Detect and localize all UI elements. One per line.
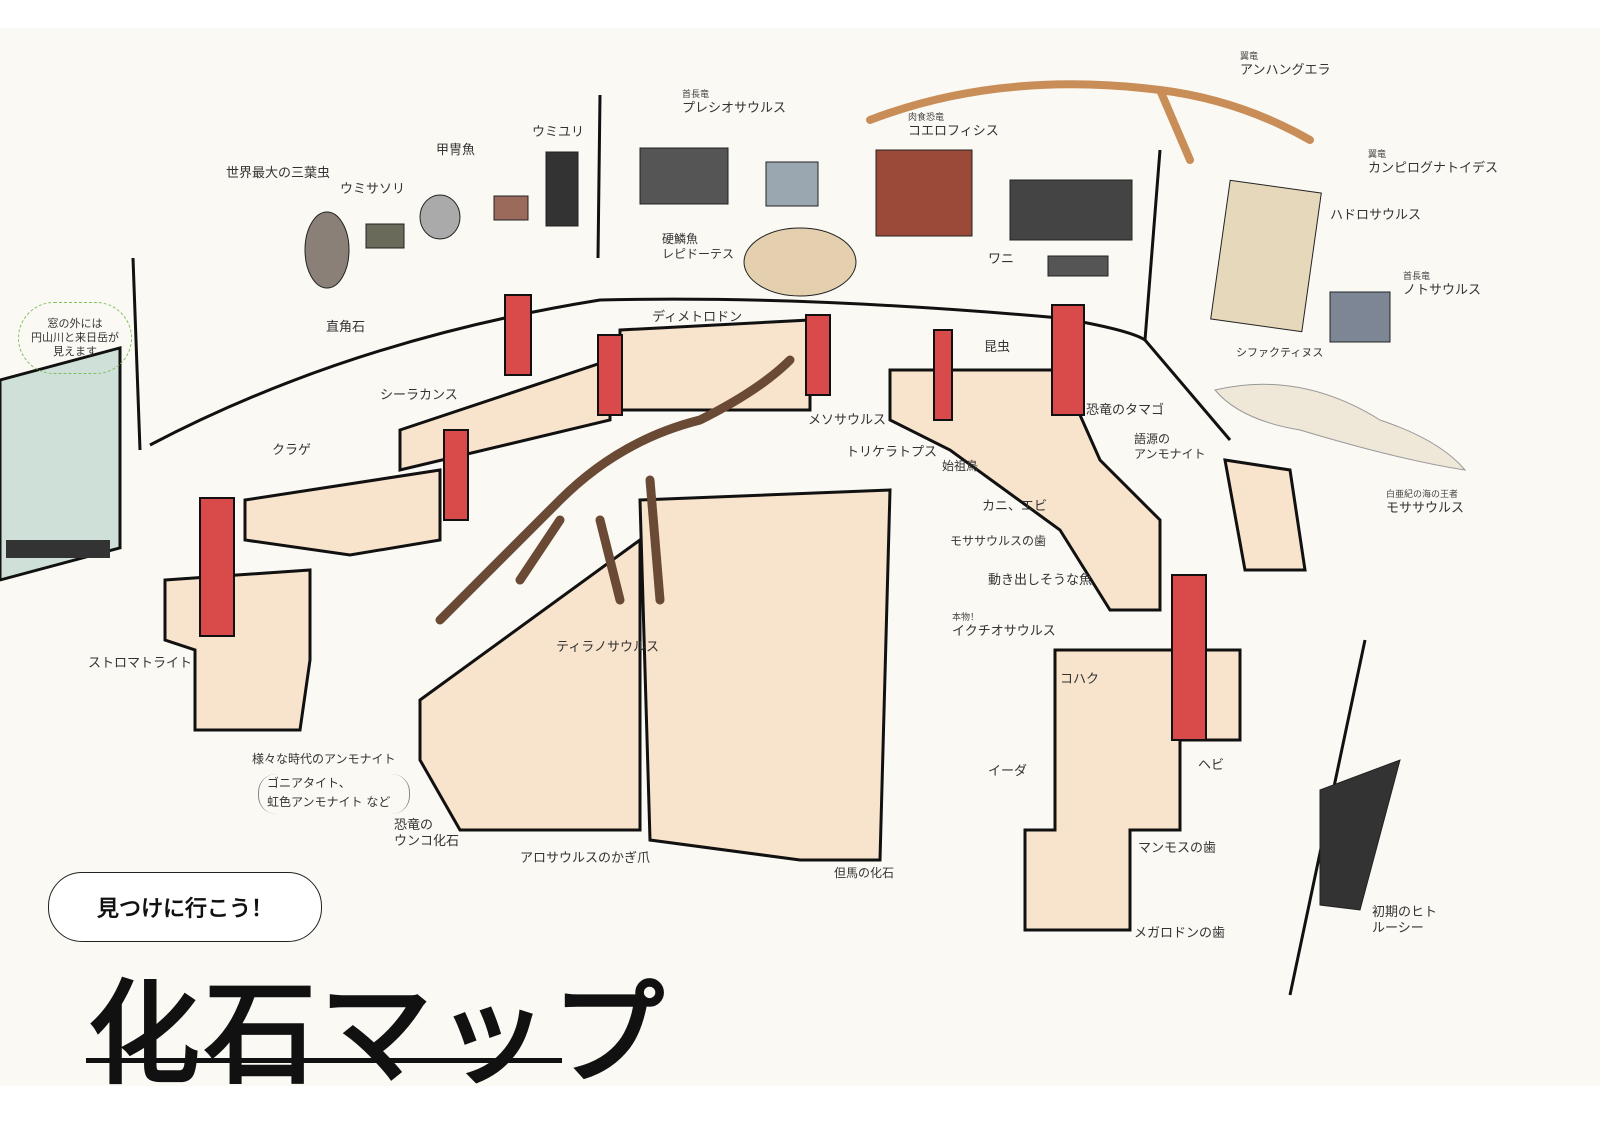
label-coelacanth: シーラカンス: [380, 388, 458, 403]
page-title: 化石マップ: [88, 970, 668, 1100]
red-pillars: [199, 294, 1207, 741]
label-archaeopteryx: 始祖鳥: [942, 459, 979, 473]
label-ida: イーダ: [988, 764, 1028, 779]
note-line: 円山川と来日岳が: [31, 330, 119, 344]
note-line: 窓の外には: [47, 316, 103, 330]
label-ammonites-of-ages: 様々な時代のアンモナイト: [252, 752, 396, 766]
label-jellyfish: クラゲ: [272, 443, 312, 458]
note-line: ゴニアタイト、: [267, 776, 351, 790]
label-amber: コハク: [1060, 672, 1100, 687]
label-crinoid: ウミユリ: [532, 125, 585, 140]
t-rex-skeleton: [435, 355, 795, 625]
label-anhanguera: 翼竜アンハングエラ: [1240, 52, 1331, 79]
label-tajima-fossils: 但馬の化石: [834, 866, 895, 880]
label-crab-shrimp: カニ、エビ: [982, 499, 1048, 514]
label-lepidotes: 硬鱗魚レピドーテス: [662, 232, 735, 261]
mosasaurus-fossil: [1214, 383, 1467, 471]
label-allosaurus-claw: アロサウルスのかぎ爪: [520, 851, 651, 866]
label-tyrannosaurus: ティラノサウルス: [556, 640, 659, 655]
label-coprolite: 恐竜のウンコ化石: [394, 818, 460, 850]
label-nothosaurus: 首長竜ノトサウルス: [1403, 272, 1482, 299]
label-hadrosaurus: ハドロサウルス: [1330, 208, 1422, 223]
label-crocodile: ワニ: [988, 252, 1015, 267]
label-megalodon-tooth: メガロドンの歯: [1134, 926, 1226, 941]
label-lucy: 初期のヒトルーシー: [1372, 905, 1438, 937]
label-stromatolite: ストロマトライト: [88, 656, 193, 671]
label-campylognathoides: 翼竜カンピログナトイデス: [1368, 150, 1499, 177]
label-snake: ヘビ: [1198, 758, 1225, 773]
pterosaur-skeleton: [866, 80, 1314, 164]
bench: [6, 540, 110, 558]
label-mammoth-tooth: マンモスの歯: [1138, 841, 1217, 856]
label-armored-fish: 甲冑魚: [436, 143, 476, 158]
label-sea-scorpion: ウミサソリ: [340, 182, 406, 197]
label-triceratops: トリケラトプス: [846, 445, 938, 460]
note-line: 見えます: [53, 345, 97, 359]
label-dinosaur-eggs: 恐竜のタマゴ: [1086, 403, 1165, 418]
label-lively-fish: 動き出しそうな魚: [988, 573, 1093, 588]
label-dimetrodon: ディメトロドン: [652, 310, 743, 325]
wall-frames: [304, 147, 1401, 911]
label-ammonite-origin: 語源のアンモナイト: [1134, 432, 1206, 461]
window-view-note: 窓の外には 円山川と来日岳が 見えます: [18, 302, 132, 374]
title-underline: [86, 1058, 562, 1063]
lets-go-find-badge: 見つけに行こう！: [48, 872, 322, 942]
label-coelophysis: 肉食恐竜コエロフィシス: [908, 113, 999, 140]
ammonite-examples: ゴニアタイト、虹色アンモナイト など: [258, 774, 410, 814]
note-line: 虹色アンモナイト など: [267, 794, 391, 809]
label-plesiosaurus: 首長竜プレシオサウルス: [682, 90, 787, 117]
label-insects: 昆虫: [984, 340, 1011, 355]
label-orthoceras: 直角石: [326, 320, 366, 335]
label-xiphactinus: シファクティヌス: [1236, 346, 1324, 359]
label-mosasaurus: 白亜紀の海の王者モササウルス: [1386, 490, 1465, 517]
label-mesosaurus: メソサウルス: [808, 413, 887, 428]
window: [0, 345, 122, 582]
label-trilobite: 世界最大の三葉虫: [226, 166, 331, 181]
label-ichthyosaurus: 本物！イクチオサウルス: [952, 613, 1056, 640]
label-mosasaurus-tooth: モササウルスの歯: [950, 534, 1047, 548]
